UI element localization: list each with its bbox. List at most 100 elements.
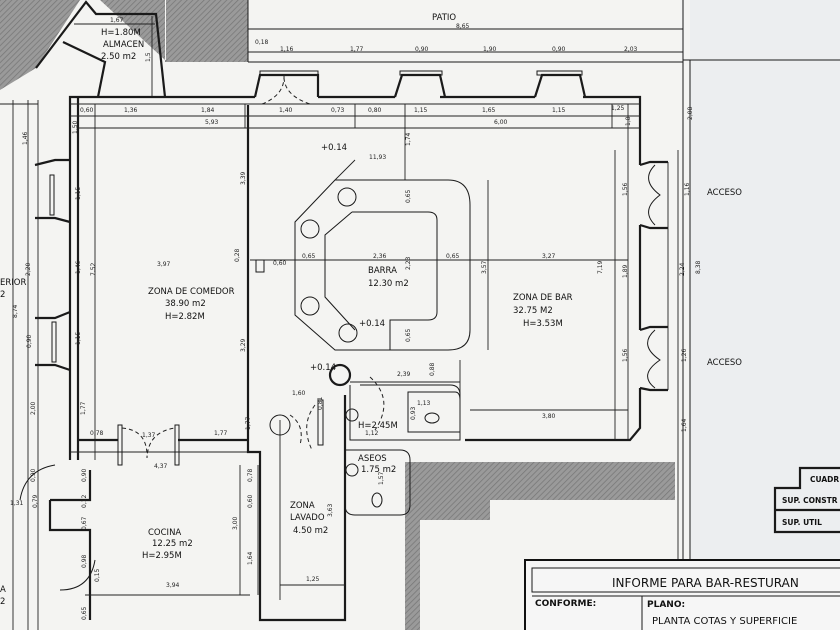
title-block: INFORME PARA BAR-RESTURAN CONFORME: PLAN…	[524, 559, 840, 630]
cocina-height: H=2.95M	[142, 551, 182, 561]
dim: 2,20	[25, 262, 32, 276]
dim: 0,60	[247, 494, 254, 508]
dim: 3,94	[166, 582, 180, 589]
dim: 0,80	[368, 107, 382, 114]
left-cut-label: ERIOR	[0, 278, 26, 288]
dim: 0,88	[429, 362, 436, 376]
dim: 3,00	[232, 516, 239, 530]
dim: 0,60	[80, 107, 94, 114]
dim: 1,37	[142, 432, 156, 439]
dim: 0,65	[302, 253, 316, 260]
dim: 0,18	[255, 39, 269, 46]
dim: 0,90	[552, 46, 566, 53]
dim: 1,57	[378, 471, 385, 485]
window-bays	[253, 70, 587, 105]
dim: 1,13	[417, 400, 431, 407]
barra-level: +0.14	[359, 319, 385, 329]
comedor-name: ZONA DE COMEDOR	[148, 287, 235, 297]
dim: 3,27	[542, 253, 556, 260]
dim: 2,03	[624, 46, 638, 53]
plano-label: PLANO:	[647, 600, 685, 610]
dim: 1,77	[350, 46, 364, 53]
dim: 0,15	[94, 568, 101, 582]
title-block-title: INFORME PARA BAR-RESTURAN	[612, 576, 799, 590]
aseos-name: ASEOS	[358, 454, 387, 464]
dim: 1,60	[292, 390, 306, 397]
dim: 3,39	[240, 171, 247, 185]
cocina-area: 12.25 m2	[152, 539, 193, 549]
dim: 0,79	[32, 494, 39, 508]
dim: 2,24	[679, 262, 686, 276]
dim: 1,25	[611, 105, 625, 112]
left-windows	[0, 100, 71, 630]
aseos-area: 1.75 m2	[361, 465, 396, 475]
lavado-name: LAVADO	[290, 513, 325, 523]
dim: 1,31	[10, 500, 24, 507]
bar-stool	[300, 296, 320, 316]
dim: 3,63	[327, 503, 334, 517]
barra-area: 12.30 m2	[368, 279, 409, 289]
level-mark: +0.14	[321, 143, 347, 153]
hatched-zone-top	[166, 0, 248, 62]
dim: 1,50	[72, 120, 79, 134]
surface-table-row: SUP. UTIL	[782, 518, 822, 527]
dim: 1,15	[75, 331, 82, 345]
dim: 0,65	[446, 253, 460, 260]
dim: 2,00	[30, 401, 37, 415]
dim: 0,98	[81, 554, 88, 568]
dim: 1,15	[552, 107, 566, 114]
dim: 7,19	[597, 260, 604, 274]
dimension-labels: 1,67 0,18 1,16 1,77 0,90 1,90 0,90 2,03 …	[10, 17, 702, 620]
almacen-walls	[35, 0, 167, 98]
dim: 11,93	[369, 154, 386, 161]
almacen-area: 2.50 m2	[101, 52, 136, 62]
dim: 0,73	[331, 107, 345, 114]
left-cut-label: 2	[0, 597, 5, 607]
dim: 1,25	[306, 576, 320, 583]
dim: 1,89	[622, 264, 629, 278]
dim: 0,93	[410, 406, 417, 420]
lavado-name: ZONA	[290, 501, 315, 511]
patio-boundary	[247, 0, 840, 630]
bar-height: H=3.53M	[523, 319, 563, 329]
surface-table: CUADR SUP. CONSTR SUP. UTIL	[773, 466, 840, 534]
dim: 1,16	[684, 182, 691, 196]
cocina-name: COCINA	[148, 528, 181, 538]
bar-area: 32.75 M2	[513, 306, 553, 316]
lavado-area: 4.50 m2	[293, 526, 328, 536]
dim: 0,60	[273, 260, 287, 267]
dim: 0,65	[405, 189, 412, 203]
dim: 1,74	[405, 132, 412, 146]
hatched-zone-top-left	[0, 0, 80, 90]
dim: 2,36	[373, 253, 387, 260]
dim: 1,64	[247, 551, 254, 565]
toilet-icon	[371, 492, 383, 508]
dim: 7,52	[90, 262, 97, 276]
dim: 3,97	[157, 261, 171, 268]
dim: 1,84	[201, 107, 215, 114]
dim: 0,78	[247, 468, 254, 482]
dim: 6,00	[494, 119, 508, 126]
dim: 3,80	[542, 413, 556, 420]
dim: 1,16	[280, 46, 294, 53]
dim: 0,67	[81, 516, 88, 530]
left-cut-label: 2	[0, 290, 5, 300]
dim: 2,08	[687, 106, 694, 120]
dim: 1,15	[75, 186, 82, 200]
dim: 8,38	[695, 260, 702, 274]
sink-icon	[345, 463, 359, 477]
dim: 0,65	[81, 606, 88, 620]
dim: 5,93	[205, 119, 219, 126]
patio-label: PATIO	[432, 13, 456, 23]
dim: 3,57	[481, 260, 488, 274]
plano-value: PLANTA COTAS Y SUPERFICIE	[652, 616, 797, 627]
almacen-name: ALMACEN	[103, 40, 144, 50]
bar-stool	[337, 187, 357, 207]
dim: 0,65	[405, 328, 412, 342]
access-doors	[639, 150, 679, 630]
right-paper-margin	[690, 0, 840, 630]
surface-table-row: SUP. CONSTR	[782, 496, 838, 505]
dim: 1,15	[414, 107, 428, 114]
dim: 0,78	[90, 430, 104, 437]
